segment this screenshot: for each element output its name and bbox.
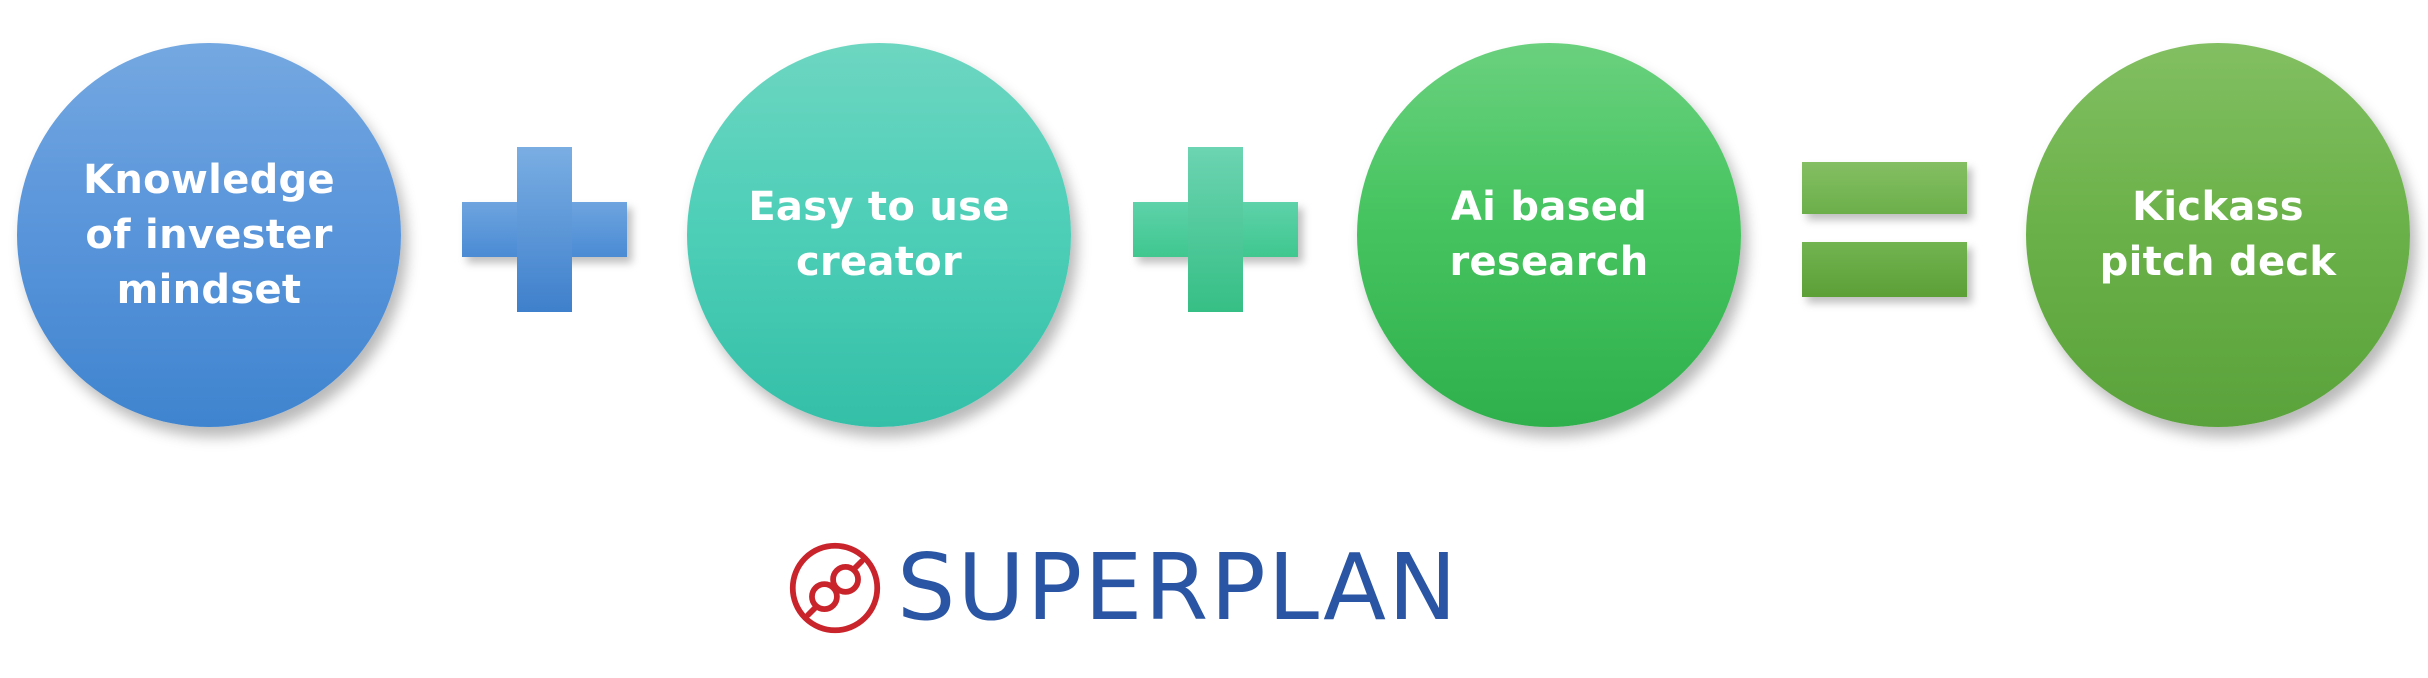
step-label: Knowledge of invester mindset bbox=[83, 156, 335, 313]
step-label: Easy to use creator bbox=[748, 184, 1010, 285]
plus-icon bbox=[1133, 147, 1298, 312]
superplan-logo: SUPERPLAN bbox=[787, 538, 1459, 638]
logo-wordmark: SUPERPLAN bbox=[897, 534, 1459, 641]
step-circle-investor-knowledge: Knowledge of invester mindset bbox=[17, 43, 401, 427]
step-circle-easy-creator: Easy to use creator bbox=[687, 43, 1071, 427]
result-label: Kickass pitch deck bbox=[2099, 184, 2337, 285]
step-circle-result-pitch-deck: Kickass pitch deck bbox=[2026, 43, 2410, 427]
plus-icon bbox=[462, 147, 627, 312]
superplan-logo-icon bbox=[789, 542, 881, 634]
step-circle-ai-research: Ai based research bbox=[1357, 43, 1741, 427]
equals-icon bbox=[1802, 162, 1967, 297]
step-label: Ai based research bbox=[1449, 184, 1649, 285]
